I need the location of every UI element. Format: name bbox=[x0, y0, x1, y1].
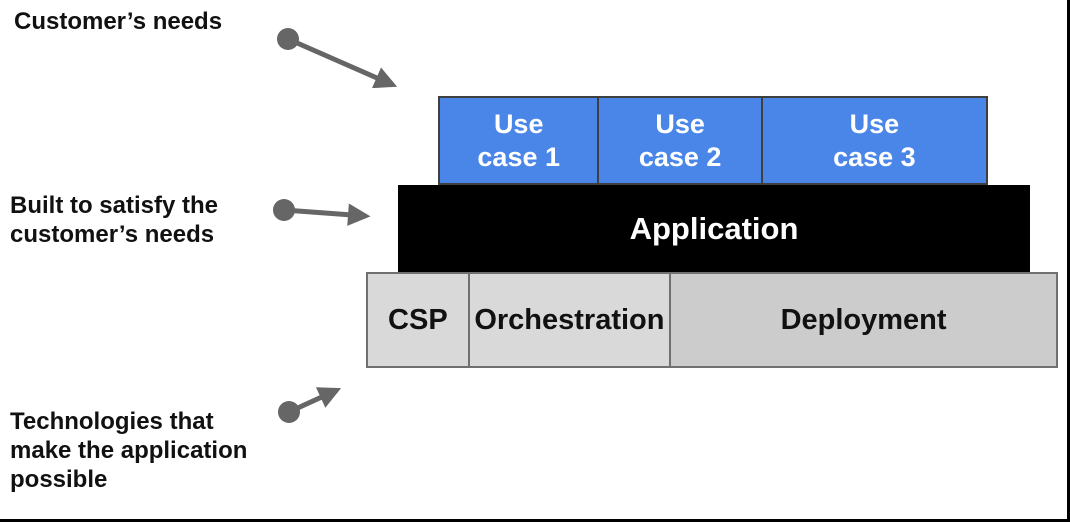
use-case-3-line1: Use bbox=[849, 108, 900, 139]
arrow-built-to-application bbox=[273, 199, 371, 226]
customer-needs-label-line: Customer’s needs bbox=[14, 8, 223, 35]
orchestration-box: Orchestration bbox=[467, 272, 672, 368]
arrow-customer-to-usecases bbox=[277, 28, 398, 89]
technologies-label: Technologies that make the application p… bbox=[10, 407, 247, 494]
deployment-box: Deployment bbox=[669, 272, 1058, 368]
deployment-label: Deployment bbox=[780, 303, 947, 336]
use-case-2-box: Use case 2 bbox=[597, 96, 763, 185]
use-case-3-box: Use case 3 bbox=[760, 96, 988, 185]
application-box: Application bbox=[398, 185, 1030, 272]
csp-label: CSP bbox=[388, 303, 448, 336]
use-case-3-line2: case 3 bbox=[833, 141, 916, 172]
use-case-row: Use case 1 Use case 2 Use case 3 bbox=[438, 96, 988, 185]
technologies-label-line: possible bbox=[10, 466, 108, 493]
built-to-satisfy-label-line: customer’s needs bbox=[10, 221, 215, 248]
application-label: Application bbox=[629, 210, 799, 246]
arrow-tech-to-technologies bbox=[278, 387, 342, 423]
built-to-satisfy-label: Built to satisfy the customer’s needs bbox=[10, 191, 218, 249]
csp-box: CSP bbox=[366, 272, 470, 368]
use-case-1-box: Use case 1 bbox=[438, 96, 600, 185]
customer-needs-label: Customer’s needs bbox=[14, 7, 222, 36]
orchestration-label: Orchestration bbox=[474, 303, 665, 336]
technologies-label-line: Technologies that bbox=[10, 408, 214, 435]
use-case-2-line1: Use bbox=[655, 108, 705, 139]
use-case-2-line2: case 2 bbox=[638, 141, 722, 172]
built-to-satisfy-label-line: Built to satisfy the bbox=[10, 192, 219, 219]
use-case-1-line1: Use bbox=[493, 108, 544, 139]
technologies-label-line: make the application bbox=[10, 437, 248, 464]
technology-row: CSP Orchestration Deployment bbox=[366, 272, 1058, 368]
use-case-1-line2: case 1 bbox=[477, 141, 560, 172]
